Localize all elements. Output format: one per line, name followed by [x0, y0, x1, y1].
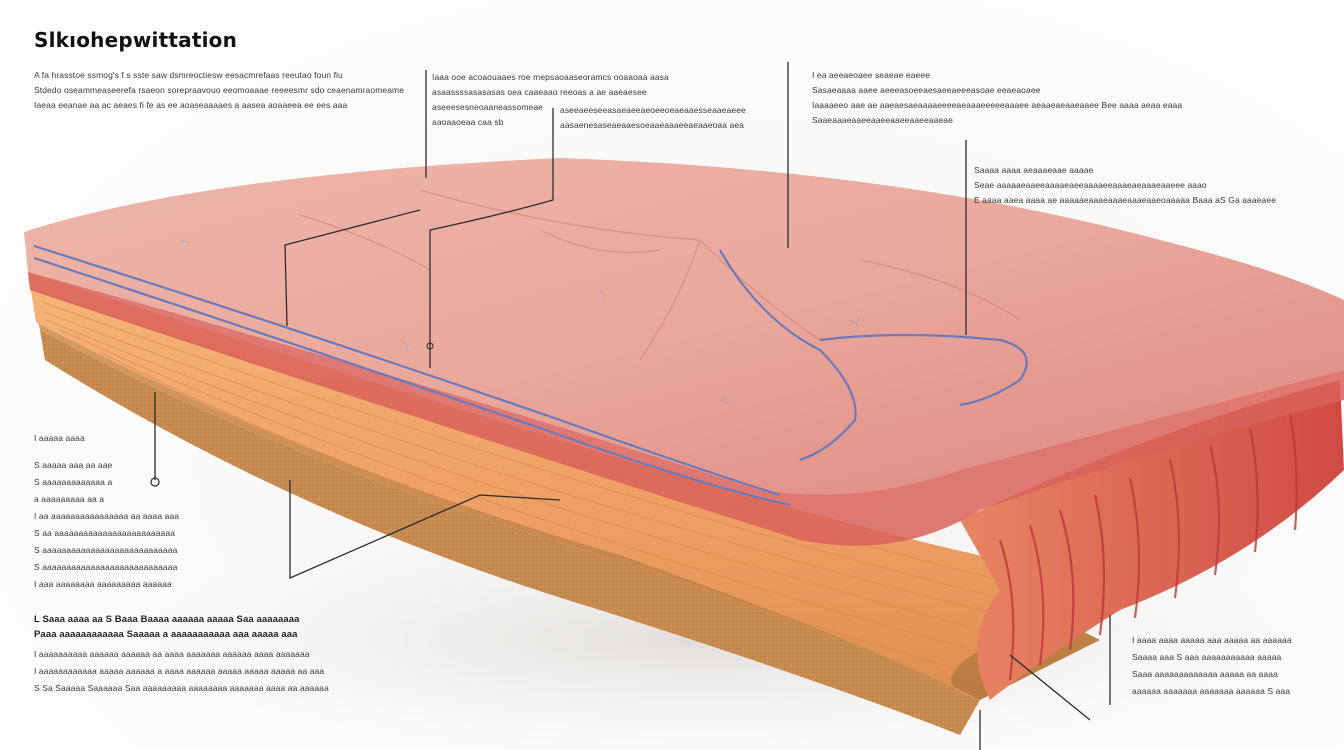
callout-marker: [150, 477, 160, 487]
annotation-top-center-right: aseeaeeseeasaeaeeaeoeeoeaeaaesseaaeaeee …: [560, 103, 746, 133]
annotation-line: S aaaaaaaaaaaaaaaaaaaaaaaaaaaa: [34, 545, 178, 555]
annotation-line: Stdedo oseammeaseerefa rsaeon sorepraavo…: [34, 85, 405, 95]
annotation-line: I aaaa aaaa aaaaa aaa aaaaa aa aaaaaa: [1132, 635, 1292, 645]
annotation-left-block: I aaaaa aaaa S aaaaa aaa aa aae S aaaaaa…: [34, 430, 179, 593]
annotation-line: Saaaa aaaa aeaaaeaae aaaae: [974, 165, 1094, 175]
annotation-line: Sasaeaaaa aaee aeeeasoeeaesaeeaeeeasoae …: [812, 85, 1041, 95]
annotation-line: aaaaaa aaaaaaa aaaaaaa aaaaaa S aaa: [1132, 686, 1291, 696]
annotation-line: I aaaaaaaaaaaa aaaaa aaaaaa a aaaa aaaaa…: [34, 666, 325, 676]
annotation-line: Saaeaaaeaaeeaaeeaaeeaaeeaaeae: [812, 115, 953, 125]
annotation-line: aseeesesneoaaneassomeae: [432, 102, 543, 112]
annotation-line: asaassssasasasas oea caaeaao reeoas a ae…: [432, 87, 647, 97]
annotation-bottom-left-heading: L Saaa aaaa aa S Baaa Baaaa aaaaaa aaaaa…: [34, 612, 300, 642]
muscle-layer: [960, 380, 1344, 700]
annotation-top-center: Iaaa ooe acoaouaaes roe mepsaoaaseoramcs…: [432, 70, 669, 130]
annotation-line: I ea aeeaeoaee seaeae eaeee: [812, 70, 931, 80]
annotation-line: Iaaa ooe acoaouaaes roe mepsaoaaseoramcs…: [432, 72, 669, 82]
annotation-mid-right: Saaaa aaaa aeaaaeaae aaaae Seae aaaaaeaa…: [974, 163, 1276, 208]
annotation-line: S Sa Saaaaa Saaaaaa Saa aaaaaaaaa aaaaaa…: [34, 683, 329, 693]
diagram-title: Slkıohepwittation: [34, 28, 238, 52]
dermis-layer: [28, 272, 1040, 700]
annotation-top-right: I ea aeeaeoaee seaeae eaeee Sasaeaaaa aa…: [812, 68, 1182, 128]
epidermis-layer: [24, 158, 1344, 495]
annotation-line: S aa aaaaaaaaaaaaaaaaaaaaaaaaa: [34, 528, 176, 538]
annotation-line: S aaaaa aaa aa aae: [34, 460, 113, 470]
annotation-bottom-right: I aaaa aaaa aaaaa aaa aaaaa aa aaaaaa Sa…: [1132, 632, 1292, 700]
annotation-line: Saaa aaaaaaaaaaaaa aaaaa aa aaaa: [1132, 669, 1278, 679]
leader-lines: [154, 62, 1111, 750]
annotation-line: E aaaa aaea aaaa ae aaaaaeaaaeaaaeaaaeaa…: [974, 195, 1277, 205]
annotation-bottom-left: I aaaaaaaaaa aaaaaa aaaaaa aa aaaa aaaaa…: [34, 646, 329, 697]
annotation-line: A fa hrasstoe ssmog's f s sste saw dsmre…: [34, 70, 343, 80]
annotation-line: I aa aaaaaaaaaaaaaaaa aa aaaa aaa: [34, 511, 180, 521]
annotation-line: I aaaaaaaaaa aaaaaa aaaaaa aa aaaa aaaaa…: [34, 649, 310, 659]
muscle-striations: [998, 411, 1298, 681]
annotation-line: S aaaaaaaaaaaaaaaaaaaaaaaaaaaa: [34, 562, 178, 572]
annotation-line: S aaaaaaaaaaaaa a: [34, 477, 113, 487]
annotation-line: aaoaaoeaa caa sb: [432, 117, 504, 127]
annotation-line: a aaaaaaaaa aa a: [34, 494, 105, 504]
surface-ridges: [299, 189, 1021, 361]
annotation-line: I aaa aaaaaaaa aaaaaaaaa aaaaaa: [34, 579, 172, 589]
annotation-line: L Saaa aaaa aa S Baaa Baaaa aaaaaa aaaaa…: [34, 614, 300, 625]
annotation-top-left: A fa hrasstoe ssmog's f s sste saw dsmre…: [34, 68, 404, 113]
annotation-line: Saaaa aaa S aaa aaaaaaaaaaa aaaaa: [1132, 652, 1282, 662]
epidermis-edge: [28, 272, 1344, 546]
annotation-line: Iaeaa eeanae aa ac aeaes fi fe as ee aoa…: [34, 100, 348, 110]
annotation-line: Paaa aaaaaaaaaaaa Saaaaa a aaaaaaaaaaa a…: [34, 629, 298, 640]
annotation-line: Iaaaaeeo aae ae aaeaesaeaaaaeeeeaeaaaeee…: [812, 100, 1183, 110]
annotation-line: I aaaaa aaaa: [34, 433, 85, 443]
hypodermis-texture: [40, 330, 980, 735]
annotation-line: aseeaeeseeasaeaeeaeoeeoeaeaaesseaaeaeee: [560, 105, 746, 115]
capillaries: [179, 239, 861, 407]
annotation-line: Seae aaaaaeaaeeaaaaeaeeaaaaeeaaaeaeaaaea…: [974, 180, 1207, 190]
blood-vessels: [33, 244, 1028, 507]
annotation-line: aasaenesaseaeaaesoeaaeaaaeeaeaaeoaa aea: [560, 120, 744, 130]
callout-marker: [426, 342, 434, 350]
